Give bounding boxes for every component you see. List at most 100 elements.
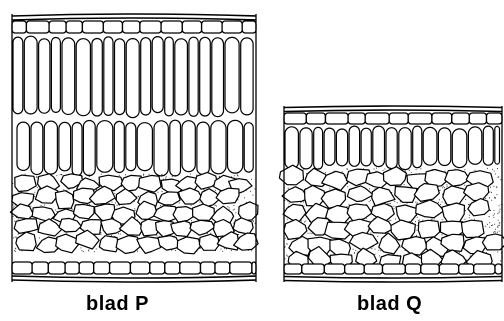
epidermis-cell (469, 113, 486, 124)
epidermis-cell (150, 262, 165, 274)
palisade-cell (72, 123, 82, 176)
epidermis-cell (302, 264, 325, 274)
palisade-cell (24, 36, 37, 114)
spongy-cell (137, 237, 161, 254)
spongy-cell (14, 219, 38, 234)
palisade-cell (200, 37, 211, 116)
palisade-cell (115, 39, 125, 115)
leaf-p-cross-section (10, 14, 258, 282)
epidermis-cell (222, 21, 242, 33)
palisade-layer (13, 36, 253, 117)
lower-epidermis (284, 264, 502, 274)
epidermis-cell (130, 262, 149, 274)
spongy-cell (16, 232, 36, 251)
epidermis-cell (421, 264, 440, 274)
spongy-layer (10, 172, 258, 253)
epidermis-cell (408, 113, 432, 124)
palisade-cell (154, 121, 168, 176)
epidermis-cell (12, 21, 26, 33)
spongy-cell (461, 220, 484, 237)
palisade-layer (285, 126, 500, 170)
epidermis-cell (161, 21, 182, 33)
palisade-layer (17, 120, 253, 176)
epidermis-cell (215, 262, 230, 274)
epidermis-cell (405, 264, 421, 274)
epidermis-cell (123, 21, 140, 33)
palisade-cell (31, 122, 43, 174)
palisade-cell (314, 127, 323, 169)
epidermis-cell (242, 21, 256, 33)
palisade-cell (76, 39, 90, 116)
spongy-cell (482, 234, 504, 250)
palisade-cell (44, 121, 57, 174)
palisade-cell (97, 121, 113, 173)
epidermis-cell (182, 21, 201, 33)
epidermis-cell (324, 264, 344, 274)
spongy-cell (372, 187, 395, 206)
spongy-cell (73, 204, 94, 218)
epidermis-cell (439, 264, 458, 274)
epidermis-cell (487, 113, 503, 124)
spongy-cell (395, 187, 417, 203)
palisade-cell (189, 37, 198, 116)
palisade-cell (114, 121, 124, 172)
epidermis-cell (26, 21, 49, 33)
palisade-cell (349, 126, 360, 166)
epidermis-cell (495, 264, 502, 274)
cuticle-line (12, 280, 256, 282)
cuticle-line (12, 276, 256, 278)
epidermis-cell (79, 262, 94, 274)
palisade-cell (62, 38, 75, 115)
palisade-cell (141, 38, 151, 115)
epidermis-cell (49, 21, 66, 33)
palisade-cell (126, 123, 136, 171)
epidermis-cell (140, 21, 161, 33)
epidermis-cell (32, 262, 48, 274)
epidermis-cell (365, 113, 389, 124)
spongy-cell (15, 175, 36, 191)
palisade-cell (152, 37, 163, 113)
epidermis-cell (48, 262, 65, 274)
palisade-cell (104, 37, 113, 116)
spongy-cell (391, 220, 415, 240)
spongy-cell (199, 234, 219, 250)
palisade-cell (170, 120, 181, 176)
palisade-cell (413, 126, 422, 168)
spongy-cell (402, 237, 427, 256)
spongy-cell (173, 207, 195, 223)
palisade-cell (438, 128, 450, 166)
epidermis-cell (103, 21, 122, 33)
palisade-cell (373, 126, 385, 167)
spongy-cell (416, 200, 444, 218)
lower-epidermis (12, 262, 256, 274)
palisade-cell (175, 39, 188, 115)
palisade-cell (452, 129, 467, 168)
palisade-cell (483, 126, 493, 165)
spongy-cell (171, 221, 192, 237)
epidermis-cell (94, 262, 110, 274)
epidermis-cell (432, 113, 452, 124)
palisade-cell (228, 120, 243, 173)
epidermis-cell (389, 113, 408, 124)
palisade-cell (324, 128, 335, 165)
palisade-cell (83, 121, 95, 176)
palisade-cell (495, 126, 500, 164)
palisade-cell (241, 38, 253, 115)
spongy-cell (442, 203, 465, 223)
spongy-cell (56, 234, 79, 253)
epidermis-cell (65, 262, 79, 274)
epidermis-cell (202, 21, 223, 33)
spongy-cell (55, 191, 73, 209)
palisade-cell (39, 39, 50, 113)
epidermis-cell (230, 262, 252, 274)
cuticle-line (12, 14, 256, 16)
epidermis-cell (201, 262, 216, 274)
cuticle-line (284, 281, 502, 283)
spongy-cell (463, 237, 486, 254)
upper-epidermis (284, 113, 502, 124)
epidermis-cell (364, 264, 382, 274)
palisade-cell (285, 127, 298, 169)
palisade-cell (423, 127, 437, 165)
palisade-cell (59, 122, 71, 170)
